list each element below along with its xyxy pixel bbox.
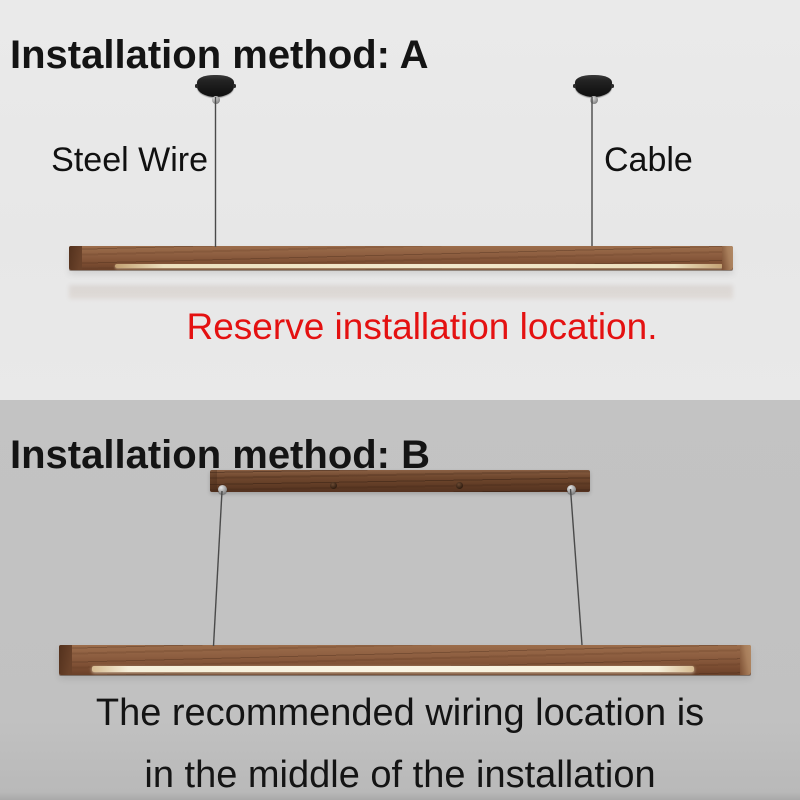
mount-bar-hook-screw-right <box>567 485 576 494</box>
canopy-side-screw <box>195 84 198 88</box>
method-a-title: Installation method: A <box>10 32 429 77</box>
wiring-caption-line-2: in the middle of the installation <box>144 754 656 796</box>
canopy-cup <box>197 75 234 97</box>
pendant-light-bar-b <box>59 645 751 675</box>
bar-end-face-right <box>740 645 751 675</box>
wire-connector-bead <box>589 96 598 104</box>
canopy-side-screw <box>611 84 614 88</box>
canopy-side-screw <box>573 84 576 88</box>
ceiling-canopy-left-icon <box>195 75 236 104</box>
ceiling-mount-bar <box>210 470 590 494</box>
method-b-title: Installation method: B <box>10 432 430 477</box>
section-method-a: Installation method: A Steel Wire Cable … <box>0 0 800 400</box>
bar-end-face-left <box>69 246 82 270</box>
led-strip <box>115 264 723 268</box>
light-bar-reflection <box>69 285 733 299</box>
led-strip <box>92 666 694 672</box>
canopy-side-screw <box>233 84 236 88</box>
reserve-location-caption: Reserve installation location. <box>186 306 658 347</box>
bar-end-face-left <box>59 645 72 675</box>
section-method-b: Installation method: B The recommended w… <box>0 400 800 800</box>
mount-bar-end-face <box>210 470 217 492</box>
mount-bar-hole <box>456 482 463 489</box>
steel-wire-label: Steel Wire <box>51 141 208 179</box>
mount-bar-hole <box>330 482 337 489</box>
wire-connector-bead <box>211 96 220 104</box>
ceiling-canopy-right-icon <box>573 75 614 104</box>
cable-label: Cable <box>604 141 693 179</box>
canopy-cup <box>575 75 612 97</box>
bar-end-face-right <box>722 246 733 270</box>
wiring-caption-line-1: The recommended wiring location is <box>95 692 705 734</box>
mount-bar-hook-screw-left <box>218 485 227 494</box>
wiring-location-caption: The recommended wiring location is in th… <box>0 682 800 800</box>
pendant-light-bar-a <box>69 246 733 270</box>
